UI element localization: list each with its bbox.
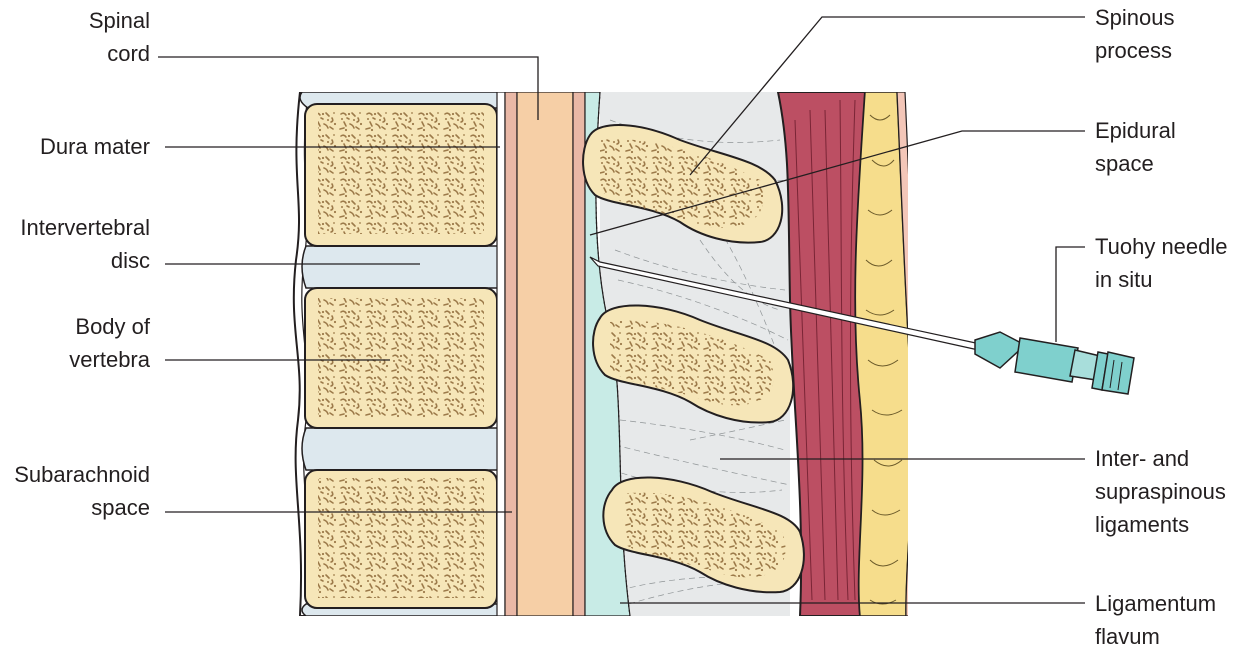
label-line: process [1095,38,1173,63]
label-line: vertebra [69,347,150,372]
label-line: disc [110,248,150,273]
label-subarachnoid-space: Subarachnoid space [14,458,150,524]
label-line: Intervertebral [20,215,150,240]
label-tuohy-needle: Tuohy needle in situ [1095,230,1228,296]
spinal-cord-region [516,92,574,616]
posterior-ligament-strip [496,92,506,616]
label-line: Epidural [1095,118,1176,143]
label-inter-supraspinous-ligaments: Inter- and supraspinous ligaments [1095,442,1226,541]
leader-epidural-space [589,130,1085,236]
label-line: Dura mater [39,134,150,159]
leader-spinal-cord [158,56,539,120]
label-ligamentum-flavum: Ligamentum flavum [1095,587,1216,653]
label-line: space [1095,151,1154,176]
label-spinous-process: Spinous process [1095,1,1175,67]
spinous-process-texture [622,492,786,578]
fat-lobules [865,114,903,605]
dura-anterior [504,92,518,616]
label-body-of-vertebra: Body of vertebra [69,310,150,376]
vertebral-body [304,469,498,609]
leader-spinous-process [689,16,1085,176]
label-line: Subarachnoid [14,462,150,487]
label-line: Inter- and [1095,446,1190,471]
vertebral-body [304,287,498,429]
leader-lines [158,16,1085,604]
intervertebral-disc [301,427,502,471]
leader-tuohy-needle [1055,246,1085,342]
label-line: Tuohy needle [1095,234,1228,259]
label-line: space [91,495,150,520]
spinous-process-texture [610,320,774,406]
label-line: in situ [1095,267,1153,292]
label-line: cord [107,41,150,66]
label-epidural-space: Epidural space [1095,114,1176,180]
label-spinal-cord: Spinal cord [89,4,150,70]
label-line: flavum [1095,624,1160,649]
tuohy-needle [589,256,1135,395]
label-line: ligaments [1095,512,1190,537]
skin-layer [896,92,908,616]
label-line: Ligamentum [1095,591,1217,616]
intervertebral-disc [301,245,502,289]
label-line: Body of [75,314,150,339]
label-dura-mater: Dura mater [40,130,150,163]
spinous-process-texture [600,139,764,228]
label-intervertebral-disc: Intervertebral disc [20,211,150,277]
label-line: Spinous [1095,5,1175,30]
vertebral-body [304,103,498,247]
label-line: supraspinous [1095,479,1226,504]
label-line: Spinal [88,8,150,33]
